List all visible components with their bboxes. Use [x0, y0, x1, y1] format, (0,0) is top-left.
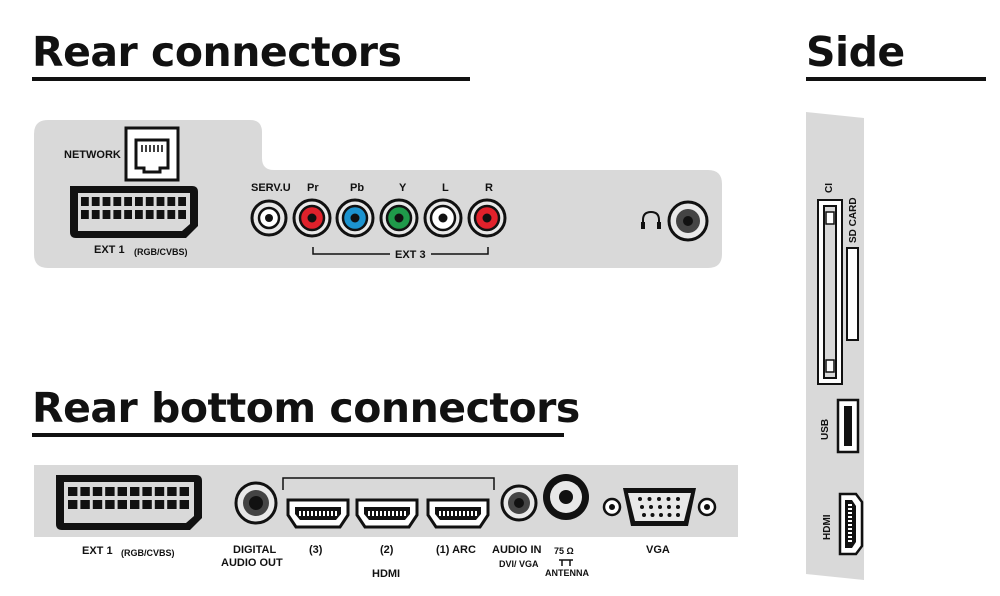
rear-ext1-sub-label: (RGB/CVBS) [134, 247, 188, 257]
sd-card-slot[interactable] [846, 247, 859, 341]
bottom-ext1-sub-label: (RGB/CVBS) [121, 548, 175, 558]
rear-connectors-title: Rear connectors [32, 28, 402, 76]
rear-bottom-connectors-rule [32, 433, 564, 437]
pb-jack[interactable] [335, 198, 375, 238]
l-jack[interactable] [423, 198, 463, 238]
vga-port[interactable] [602, 488, 717, 526]
pr-label: Pr [307, 182, 319, 194]
r-jack[interactable] [467, 198, 507, 238]
hdmi2-port[interactable] [355, 498, 419, 529]
audio-in-jack[interactable] [500, 484, 538, 522]
rear-bottom-connectors-title: Rear bottom connectors [32, 384, 580, 432]
headphone-jack[interactable] [667, 200, 709, 242]
hdmi3-port[interactable] [286, 498, 350, 529]
side-ci-label: CI [824, 183, 835, 193]
vga-label: VGA [646, 544, 670, 556]
antenna-connector[interactable] [543, 474, 589, 520]
hdmi1-arc-label: (1) ARC [436, 544, 476, 556]
side-sd-card-label: SD CARD [848, 197, 859, 243]
hdmi-side-port[interactable] [838, 492, 864, 556]
rear-connectors-rule [32, 77, 470, 81]
hdmi-group-label: HDMI [372, 568, 401, 580]
dvi-vga-label: DVI/ VGA [499, 559, 539, 569]
serv-u-jack[interactable] [250, 199, 288, 237]
side-usb-label: USB [820, 419, 831, 440]
antenna-label: ANTENNA [545, 568, 589, 578]
digital-audio-out-jack[interactable] [234, 481, 278, 525]
y-label: Y [399, 182, 407, 194]
network-port[interactable] [124, 126, 180, 182]
bottom-ext1-label: EXT 1 [82, 545, 113, 557]
audio-in-label: AUDIO IN [492, 544, 542, 556]
rear-ext1-label: EXT 1 [94, 244, 125, 256]
ext3-label: EXT 3 [390, 249, 431, 262]
network-label: NETWORK [64, 149, 121, 161]
ohm-label: 75 Ω [554, 546, 574, 556]
serv-u-label: SERV.U [251, 182, 291, 194]
scart-ext1-bottom[interactable] [56, 475, 202, 530]
rear-panel [34, 120, 722, 268]
digital-label: DIGITAL [233, 544, 277, 556]
hdmi-group-bracket [282, 477, 495, 490]
antenna-symbol-icon [559, 559, 573, 566]
headphone-icon [641, 210, 661, 229]
r-label: R [485, 182, 493, 194]
usb-port[interactable] [836, 398, 860, 454]
hdmi1-arc-port[interactable] [426, 498, 490, 529]
y-jack[interactable] [379, 198, 419, 238]
pr-jack[interactable] [292, 198, 332, 238]
pb-label: Pb [350, 182, 365, 194]
side-rule [806, 77, 986, 81]
hdmi3-label: (3) [309, 544, 323, 556]
audio-out-label: AUDIO OUT [221, 557, 283, 569]
l-label: L [442, 182, 449, 194]
side-title: Side [806, 28, 905, 76]
hdmi2-label: (2) [380, 544, 394, 556]
ci-slot[interactable] [817, 199, 843, 385]
side-hdmi-label: HDMI [822, 514, 833, 540]
scart-ext1-rear[interactable] [70, 186, 198, 238]
